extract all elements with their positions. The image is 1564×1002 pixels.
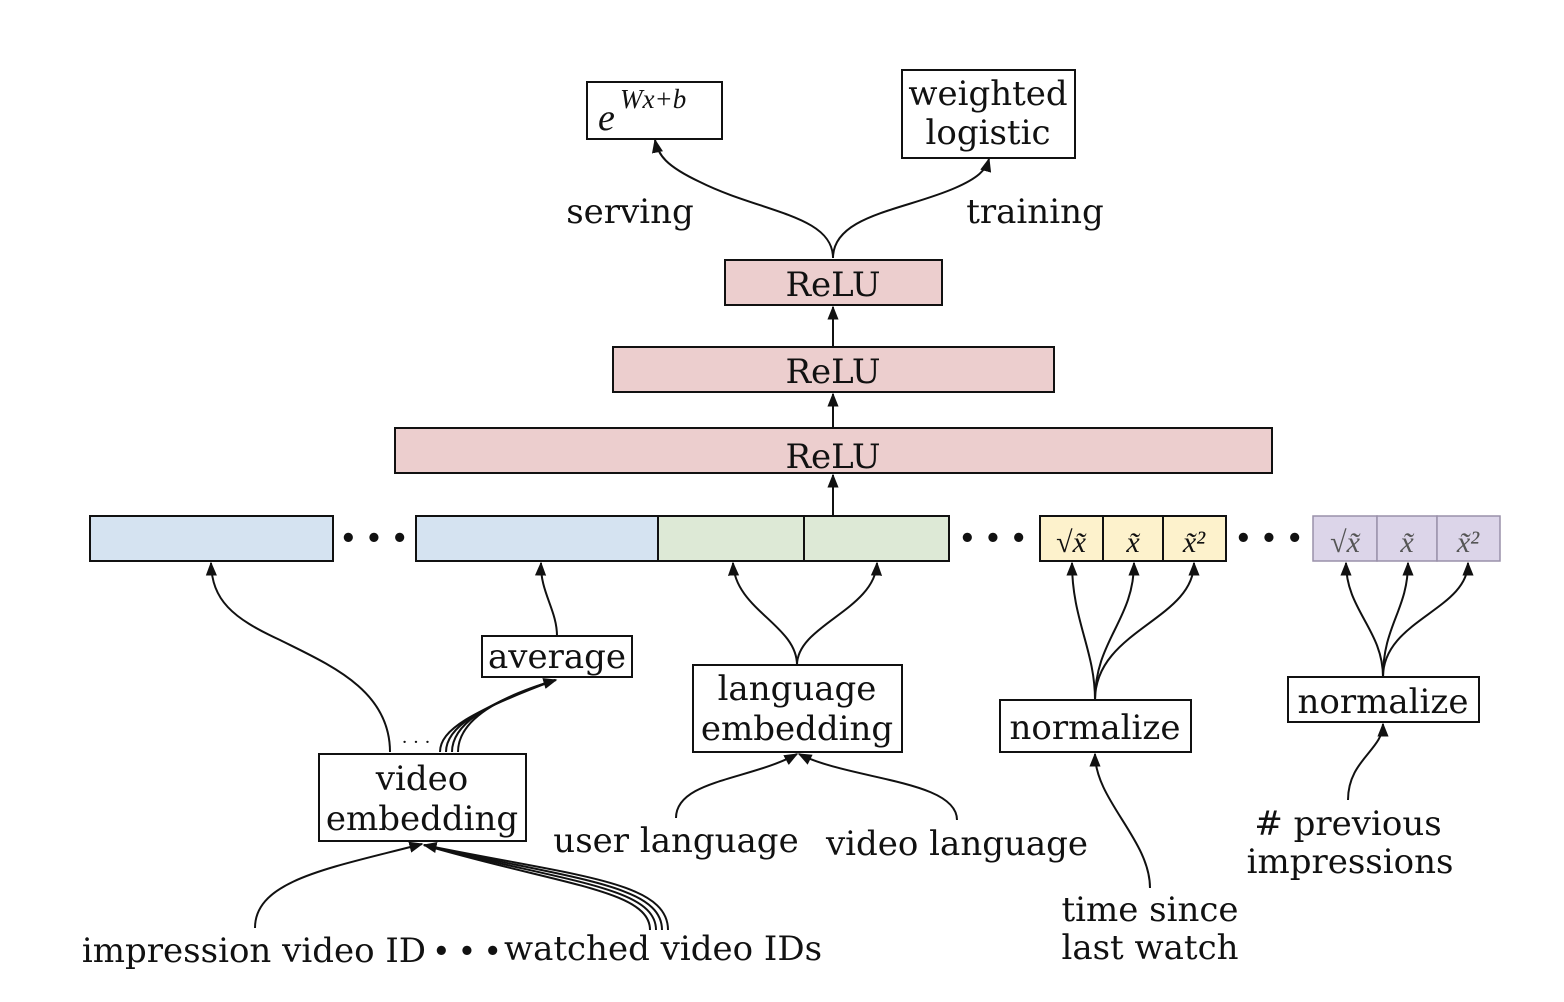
feature-video-language bbox=[803, 515, 950, 562]
edge-watched-id-3 bbox=[423, 844, 663, 931]
relu-bottom-rect bbox=[394, 427, 1273, 474]
edge-video-embedding-to-impression-feature bbox=[205, 561, 391, 753]
relu-layer-top: ReLU bbox=[724, 259, 943, 306]
feature-user-language bbox=[657, 515, 805, 562]
relu-mid-label: ReLU bbox=[785, 352, 880, 392]
video-embedding-ellipsis: · · · bbox=[402, 732, 431, 753]
user-language-label: user language bbox=[553, 821, 798, 861]
feature-ellipsis-3: • • • bbox=[1235, 524, 1303, 554]
language-embedding-line-1: language bbox=[718, 669, 877, 709]
relu-top-label: ReLU bbox=[785, 265, 880, 305]
relu-layer-bottom: ReLU bbox=[394, 427, 1273, 477]
edge-watched-id-1 bbox=[423, 844, 651, 931]
impression-cell-sqrt-label: √x̃ bbox=[1330, 526, 1360, 559]
serving-formula-base: e bbox=[598, 97, 615, 139]
weighted-logistic-line-2: logistic bbox=[925, 113, 1050, 153]
relu-layer-mid: ReLU bbox=[612, 346, 1055, 393]
impression-video-id-label: impression video ID bbox=[82, 931, 426, 971]
normalize-time-label: normalize bbox=[1010, 708, 1181, 748]
edge-normalize-to-time-sqrt bbox=[1066, 561, 1096, 701]
time-cell-linear bbox=[1102, 515, 1164, 562]
time-cell-sqrt-label: √x̃ bbox=[1056, 526, 1086, 559]
edge-relu-to-training bbox=[832, 157, 992, 259]
edge-average-to-watched-feature bbox=[534, 561, 558, 637]
edge-time-to-normalize bbox=[1089, 752, 1151, 889]
input-ids-ellipsis: • • • bbox=[433, 937, 501, 967]
edge-language-to-video-language-feature bbox=[796, 561, 883, 666]
normalize-impressions-rect bbox=[1287, 676, 1480, 723]
normalize-time-rect bbox=[999, 699, 1192, 753]
relu-top-rect bbox=[724, 259, 943, 306]
edge-normalize-to-time-square bbox=[1094, 561, 1200, 701]
relu-bottom-label: ReLU bbox=[785, 437, 880, 477]
edge-impression-id-to-embedding bbox=[254, 841, 424, 929]
normalize-impressions-node: normalize bbox=[1287, 676, 1480, 723]
edge-normalize-to-time-linear bbox=[1094, 561, 1140, 701]
impression-cell-square-label: x̃² bbox=[1456, 526, 1480, 559]
impression-cell-square bbox=[1436, 515, 1501, 562]
previous-impressions-line-1: # previous bbox=[1254, 804, 1441, 844]
serving-output-box: e Wx+b bbox=[586, 81, 723, 140]
time-cell-square-label: x̃² bbox=[1182, 526, 1206, 559]
normalize-time-node: normalize bbox=[999, 699, 1192, 753]
edge-language-to-user-language-feature bbox=[727, 561, 798, 666]
edge-normalize-to-impression-square bbox=[1382, 561, 1474, 678]
video-embedding-rect bbox=[318, 753, 527, 842]
time-since-line-1: time since bbox=[1061, 890, 1238, 930]
edge-video-embedding-to-average-2 bbox=[445, 679, 556, 753]
edge-impressions-to-normalize bbox=[1347, 722, 1389, 801]
edge-video-embedding-to-average-3 bbox=[451, 679, 556, 753]
video-embedding-line-2: embedding bbox=[326, 799, 518, 839]
edge-relu-to-serving bbox=[651, 138, 834, 259]
time-cell-square bbox=[1162, 515, 1227, 562]
watched-video-ids-label: watched video IDs bbox=[504, 929, 822, 969]
time-since-line-2: last watch bbox=[1061, 928, 1238, 968]
average-node: average bbox=[481, 635, 633, 678]
feature-ellipsis-1: • • • bbox=[340, 524, 408, 554]
edge-user-language-to-embedding bbox=[675, 753, 799, 819]
impression-cell-sqrt bbox=[1312, 515, 1378, 562]
weighted-logistic-line-1: weighted bbox=[908, 74, 1067, 114]
edge-video-language-to-embedding bbox=[797, 753, 958, 821]
feature-watched-embedding bbox=[415, 515, 659, 562]
language-embedding-node: language embedding bbox=[692, 664, 903, 753]
video-embedding-line-1: video bbox=[375, 759, 468, 799]
video-language-label: video language bbox=[825, 824, 1088, 864]
edge-video-embedding-to-average-1 bbox=[439, 679, 556, 753]
previous-impressions-line-2: impressions bbox=[1247, 842, 1454, 882]
serving-label: serving bbox=[566, 192, 694, 232]
time-feature-cells: √x̃ x̃ x̃² bbox=[1039, 515, 1227, 562]
impression-cell-linear-label: x̃ bbox=[1399, 526, 1414, 559]
edge-watched-id-2 bbox=[423, 844, 657, 931]
edge-normalize-to-impression-linear bbox=[1382, 561, 1414, 678]
time-cell-linear-label: x̃ bbox=[1125, 526, 1140, 559]
edge-normalize-to-impression-sqrt bbox=[1340, 561, 1384, 678]
language-embedding-line-2: embedding bbox=[701, 709, 893, 749]
video-embedding-node: video embedding bbox=[318, 753, 527, 842]
feature-ellipsis-2: • • • bbox=[959, 524, 1027, 554]
normalize-impressions-label: normalize bbox=[1298, 682, 1469, 722]
edge-watched-id-4 bbox=[422, 842, 669, 931]
relu-mid-rect bbox=[612, 346, 1055, 393]
serving-formula-exponent: Wx+b bbox=[620, 84, 686, 114]
edge-video-embedding-to-average-4 bbox=[457, 678, 558, 753]
language-embedding-rect bbox=[692, 664, 903, 753]
average-label: average bbox=[488, 637, 626, 677]
feature-impression-embedding bbox=[89, 515, 334, 562]
impression-feature-cells: √x̃ x̃ x̃² bbox=[1312, 515, 1501, 562]
weighted-logistic-box: weighted logistic bbox=[901, 69, 1076, 159]
training-label: training bbox=[966, 192, 1104, 232]
